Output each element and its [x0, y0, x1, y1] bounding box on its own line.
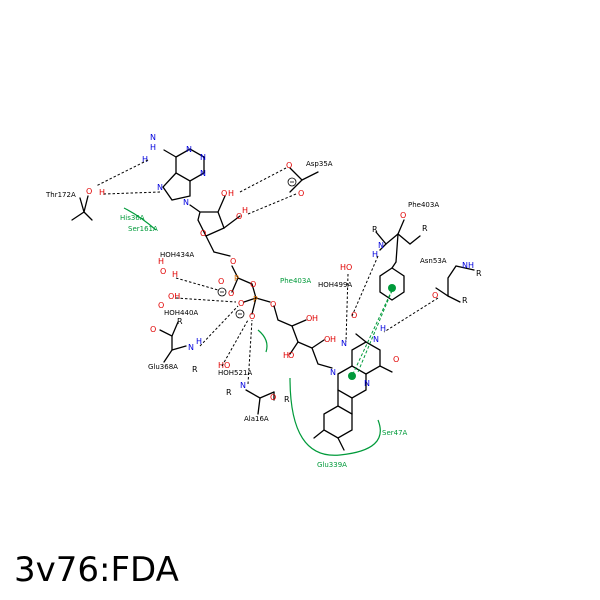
atom-h: H — [228, 189, 234, 198]
atom-n: N — [188, 343, 194, 352]
label-glu339a: Glu339A — [317, 461, 347, 469]
atom-n: N — [157, 183, 163, 192]
atom-n: N — [200, 153, 206, 162]
label-asn53a: Asn53A — [420, 257, 447, 265]
atom-o: HO — [340, 263, 352, 272]
atom-r: R — [226, 388, 232, 397]
atom-r: R — [372, 225, 378, 234]
atom-o: O — [306, 314, 312, 323]
label-ser47a: Ser47A — [382, 429, 408, 437]
atom-h: H — [150, 143, 156, 152]
atom-o: O — [249, 312, 255, 321]
atom-o: O — [150, 325, 156, 334]
phosphate-chain — [231, 265, 271, 315]
atom-n: N — [200, 169, 206, 178]
label-phe403a-green: Phe403A — [280, 277, 311, 285]
atom-r: R — [192, 365, 198, 374]
atom-h: H — [380, 324, 386, 333]
atom-h: H — [242, 206, 248, 215]
ribityl-chain — [273, 305, 333, 369]
atom-o: O — [200, 229, 206, 238]
atom-n: N — [150, 133, 156, 142]
atom-o: O — [86, 187, 92, 196]
atom-n: N — [240, 381, 246, 390]
atom-n: N — [183, 198, 189, 207]
atom-o: O — [286, 161, 292, 170]
atom-n: N — [364, 379, 370, 388]
label-asp35a: Asp35A — [306, 160, 333, 168]
label-hoh499a: HOH499A — [318, 281, 352, 289]
atom-o: O — [158, 301, 164, 310]
atom-o: O — [324, 335, 330, 344]
atom-r: R — [422, 224, 428, 233]
atom-o: O — [298, 189, 304, 198]
atom-p: P — [253, 295, 258, 304]
atom-r: R — [462, 296, 468, 305]
atom-o: O — [432, 291, 438, 300]
atom-h: H — [158, 257, 164, 266]
label-ala16a: Ala16A — [244, 415, 269, 423]
label-hoh440a: HOH440A — [164, 309, 198, 317]
label-hoh434a: HOH434A — [160, 251, 194, 259]
atom-h: H — [99, 188, 105, 197]
glu368a-stick — [159, 321, 187, 363]
atom-n: N — [341, 339, 347, 348]
hydrogen-bonds — [95, 159, 439, 385]
label-glu368a: Glu368A — [148, 363, 178, 371]
atom-h: H — [330, 335, 336, 344]
label-phe403a: Phe403A — [408, 201, 439, 209]
thr172a-stick — [71, 195, 93, 221]
atom-h: H — [172, 270, 178, 279]
label-ser161a: Ser161A — [128, 225, 158, 233]
atom-h: H — [196, 337, 202, 346]
flavin-ring-system — [313, 333, 393, 451]
atom-h: H — [283, 351, 289, 360]
atom-o: O — [400, 211, 406, 220]
atom-o: O — [238, 299, 244, 308]
hydrophobic-contacts — [123, 207, 381, 456]
atom-n: NH — [462, 261, 474, 270]
atom-h: H — [372, 250, 378, 259]
atom-o: O — [221, 189, 227, 198]
pi-stacking — [348, 284, 396, 380]
atom-o: O — [160, 267, 166, 276]
ribose-ring — [189, 195, 241, 257]
atom-n: N — [186, 145, 192, 154]
diagram-title: 3v76:FDA — [14, 550, 179, 590]
phe403a-stick — [375, 219, 421, 301]
atom-o: O — [393, 355, 399, 364]
atom-r: R — [284, 395, 290, 404]
atom-r: R — [177, 317, 183, 326]
atom-o: OH — [168, 292, 180, 301]
atom-n: N — [378, 241, 384, 250]
atom-o: HO — [218, 361, 230, 370]
atom-r: R — [476, 269, 482, 278]
asp35a-stick — [289, 167, 319, 193]
atom-h: H — [312, 314, 318, 323]
atom-o: O — [218, 277, 224, 286]
label-his36a: His36A — [120, 214, 145, 222]
atom-o: O — [228, 289, 234, 298]
atom-o: O — [270, 393, 276, 402]
atom-p: P — [234, 274, 239, 283]
atom-o: O — [236, 212, 242, 221]
label-hoh521a: HOH521A — [218, 369, 252, 377]
atom-o: O — [351, 311, 357, 320]
ala16a-stick — [245, 389, 275, 415]
atom-o: O — [230, 257, 236, 266]
adenine-ring — [162, 148, 205, 201]
atom-n: N — [330, 368, 336, 377]
atom-o: O — [270, 300, 276, 309]
atom-o: O — [288, 351, 294, 360]
atom-h: H — [142, 155, 148, 164]
atom-n: N — [373, 335, 379, 344]
atom-o: O — [250, 280, 256, 289]
asn53a-stick — [435, 265, 475, 303]
label-thr172a: Thr172A — [45, 191, 76, 199]
